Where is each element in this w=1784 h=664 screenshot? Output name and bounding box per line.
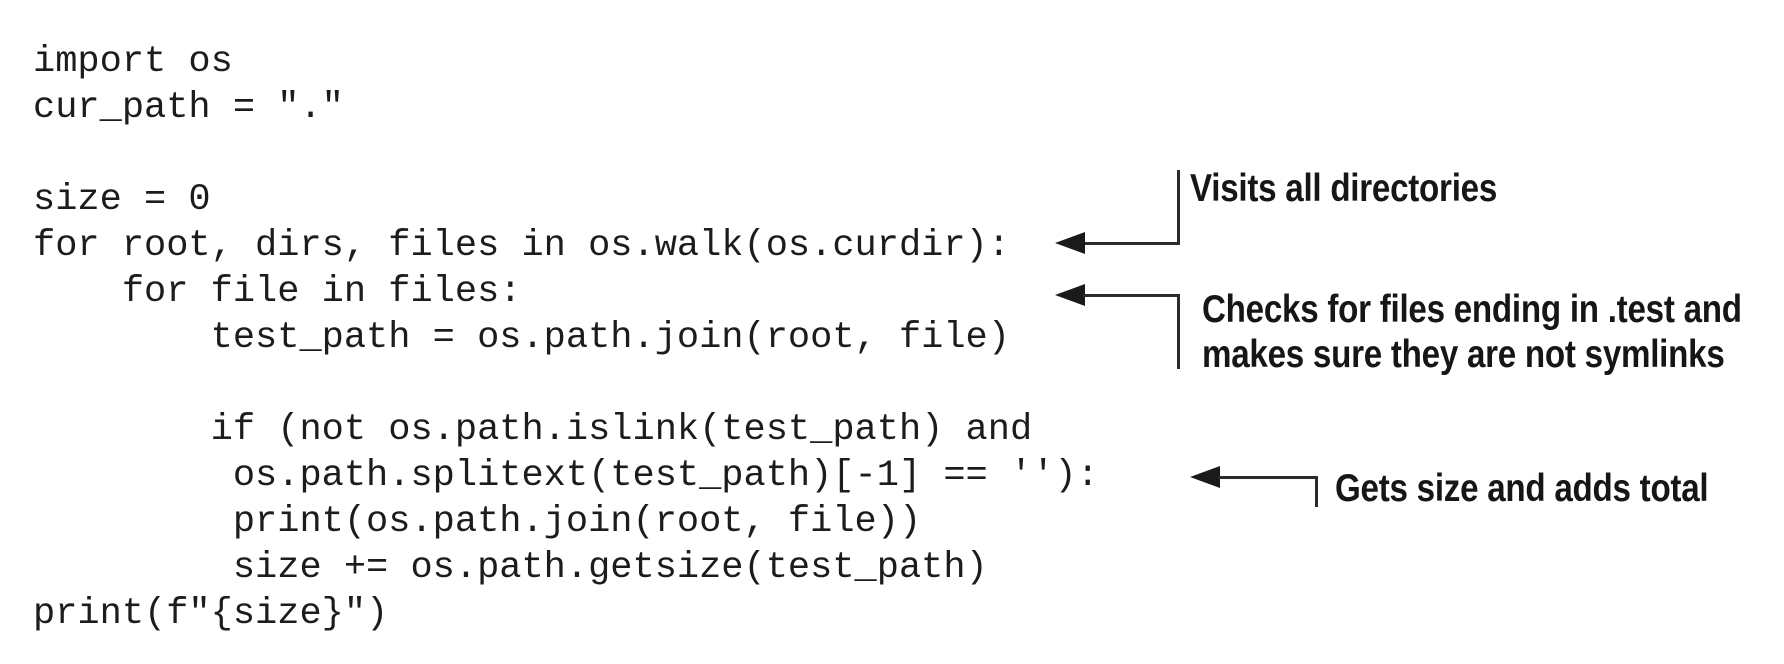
connector-line-vertical: [1315, 476, 1318, 507]
connector-line-vertical: [1177, 170, 1180, 245]
code-line: import os: [33, 41, 233, 83]
connector-line-vertical: [1177, 294, 1180, 369]
code-line: for file in files:: [33, 271, 522, 313]
code-line: [33, 131, 1099, 177]
code-line: cur_path = ".": [33, 87, 344, 129]
annotation-text-line: Visits all directories: [1190, 167, 1498, 210]
annotation-text: Checks for files ending in .test and mak…: [1202, 287, 1742, 377]
annotation-text: Gets size and adds total: [1335, 466, 1709, 511]
arrow-left-icon: [1190, 466, 1220, 488]
code-line: for root, dirs, files in os.walk(os.curd…: [33, 225, 1010, 267]
code-line: size = 0: [33, 179, 211, 221]
annotation-text-line: Gets size and adds total: [1335, 467, 1709, 510]
arrow-left-icon: [1055, 232, 1085, 254]
annotation-text-line: Checks for files ending in .test and: [1202, 288, 1742, 331]
arrow-left-icon: [1055, 284, 1085, 306]
code-block: import os cur_path = "." size = 0 for ro…: [33, 39, 1099, 637]
connector-line-horizontal: [1083, 294, 1180, 297]
code-line: size += os.path.getsize(test_path): [33, 547, 988, 589]
connector-line-horizontal: [1083, 242, 1180, 245]
code-line: print(f"{size}"): [33, 593, 389, 635]
code-line: [33, 361, 1099, 407]
annotation-text: Visits all directories: [1190, 166, 1497, 211]
annotation-text-line: makes sure they are not symlinks: [1202, 333, 1725, 376]
code-line: os.path.splitext(test_path)[-1] == ''):: [33, 455, 1099, 497]
connector-line-horizontal: [1218, 476, 1318, 479]
code-line: print(os.path.join(root, file)): [33, 501, 922, 543]
code-line: if (not os.path.islink(test_path) and: [33, 409, 1033, 451]
code-line: test_path = os.path.join(root, file): [33, 317, 1010, 359]
